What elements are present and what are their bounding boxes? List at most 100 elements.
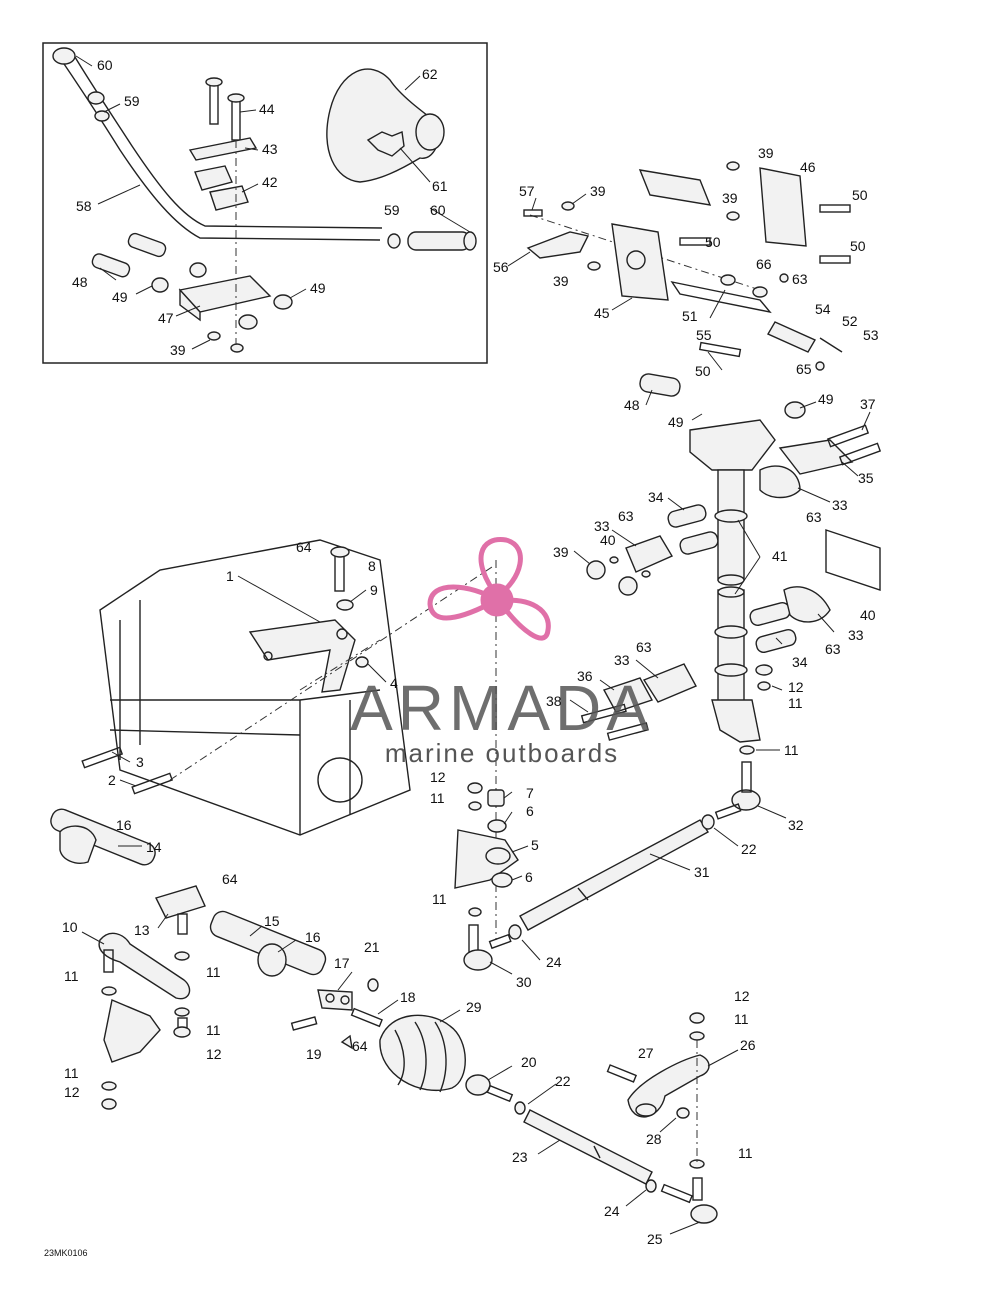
callout-label: 63 xyxy=(825,641,841,657)
callout-label: 31 xyxy=(694,864,710,880)
callout-label: 27 xyxy=(638,1045,654,1061)
callout-label: 29 xyxy=(466,999,482,1015)
callout-label: 12 xyxy=(206,1046,222,1062)
callout-label: 46 xyxy=(800,159,816,175)
callout-label: 53 xyxy=(863,327,879,343)
callout-label: 11 xyxy=(206,964,221,980)
callout-label: 50 xyxy=(705,234,721,250)
callout-label: 42 xyxy=(262,174,278,190)
lower-linkage xyxy=(50,808,718,1224)
callout-label: 23 xyxy=(512,1149,528,1165)
callout-label: 52 xyxy=(842,313,858,329)
callout-label: 39 xyxy=(553,544,569,560)
callout-label: 63 xyxy=(618,508,634,524)
callout-label: 12 xyxy=(788,679,804,695)
callout-label: 19 xyxy=(306,1046,322,1062)
callout-label: 11 xyxy=(788,695,803,711)
callout-label: 12 xyxy=(430,769,446,785)
watermark-brand: ARMADA xyxy=(350,672,654,744)
callout-label: 37 xyxy=(860,396,876,412)
callout-label: 51 xyxy=(682,308,698,324)
callout-labels: 60 59 58 44 43 42 62 61 59 60 48 49 49 4… xyxy=(62,57,879,1247)
callout-label: 6 xyxy=(525,869,533,885)
callout-label: 62 xyxy=(422,66,438,82)
watermark: ARMADA marine outboards xyxy=(350,537,654,768)
callout-label: 55 xyxy=(696,327,712,343)
callout-label: 6 xyxy=(526,803,534,819)
callout-label: 12 xyxy=(734,988,750,1004)
callout-label: 32 xyxy=(788,817,804,833)
callout-label: 63 xyxy=(806,509,822,525)
callout-label: 20 xyxy=(521,1054,537,1070)
callout-label: 48 xyxy=(624,397,640,413)
hull-frame xyxy=(81,539,496,836)
callout-label: 11 xyxy=(64,968,79,984)
callout-label: 63 xyxy=(792,271,808,287)
callout-label: 30 xyxy=(516,974,532,990)
callout-label: 17 xyxy=(334,955,350,971)
callout-label: 49 xyxy=(310,280,326,296)
callout-label: 9 xyxy=(370,582,378,598)
callout-label: 7 xyxy=(526,785,534,801)
callout-label: 39 xyxy=(170,342,186,358)
callout-label: 22 xyxy=(741,841,757,857)
callout-label: 63 xyxy=(636,639,652,655)
callout-label: 41 xyxy=(772,548,788,564)
callout-label: 59 xyxy=(124,93,140,109)
callout-label: 50 xyxy=(850,238,866,254)
callout-label: 56 xyxy=(493,259,509,275)
callout-label: 22 xyxy=(555,1073,571,1089)
callout-label: 49 xyxy=(112,289,128,305)
callout-label: 34 xyxy=(648,489,664,505)
callout-label: 33 xyxy=(614,652,630,668)
callout-label: 4 xyxy=(390,675,398,691)
callout-label: 12 xyxy=(64,1084,80,1100)
callout-label: 38 xyxy=(546,693,562,709)
callout-label: 50 xyxy=(695,363,711,379)
callout-label: 49 xyxy=(668,414,684,430)
callout-label: 64 xyxy=(222,871,238,887)
callout-label: 65 xyxy=(796,361,812,377)
callout-label: 45 xyxy=(594,305,610,321)
callout-label: 49 xyxy=(818,391,834,407)
callout-label: 11 xyxy=(430,790,445,806)
callout-label: 66 xyxy=(756,256,772,272)
callout-label: 33 xyxy=(848,627,864,643)
callout-label: 39 xyxy=(590,183,606,199)
callout-label: 16 xyxy=(305,929,321,945)
callout-label: 8 xyxy=(368,558,376,574)
callout-label: 16 xyxy=(116,817,132,833)
callout-label: 1 xyxy=(226,568,234,584)
callout-label: 33 xyxy=(594,518,610,534)
callout-label: 64 xyxy=(296,539,312,555)
inset-frame xyxy=(42,42,488,364)
callout-label: 10 xyxy=(62,919,78,935)
callout-label: 34 xyxy=(792,654,808,670)
callout-label: 11 xyxy=(64,1065,79,1081)
callout-label: 3 xyxy=(136,754,144,770)
callout-label: 58 xyxy=(76,198,92,214)
callout-label: 59 xyxy=(384,202,400,218)
callout-label: 28 xyxy=(646,1131,662,1147)
callout-label: 57 xyxy=(519,183,535,199)
callout-label: 64 xyxy=(352,1038,368,1054)
callout-label: 50 xyxy=(852,187,868,203)
callout-label: 54 xyxy=(815,301,831,317)
callout-label: 24 xyxy=(604,1203,620,1219)
callout-label: 5 xyxy=(531,837,539,853)
callout-label: 21 xyxy=(364,939,380,955)
callout-label: 11 xyxy=(206,1022,221,1038)
steering-column xyxy=(580,373,882,755)
callout-label: 60 xyxy=(97,57,113,73)
watermark-tagline: marine outboards xyxy=(385,738,619,768)
callout-label: 44 xyxy=(259,101,275,117)
callout-label: 60 xyxy=(430,202,446,218)
center-linkage xyxy=(454,761,761,971)
callout-label: 40 xyxy=(860,607,876,623)
callout-label: 25 xyxy=(647,1231,663,1247)
callout-label: 2 xyxy=(108,772,116,788)
handlebar-assembly xyxy=(52,47,477,353)
callout-label: 11 xyxy=(734,1011,749,1027)
callout-label: 36 xyxy=(577,668,593,684)
